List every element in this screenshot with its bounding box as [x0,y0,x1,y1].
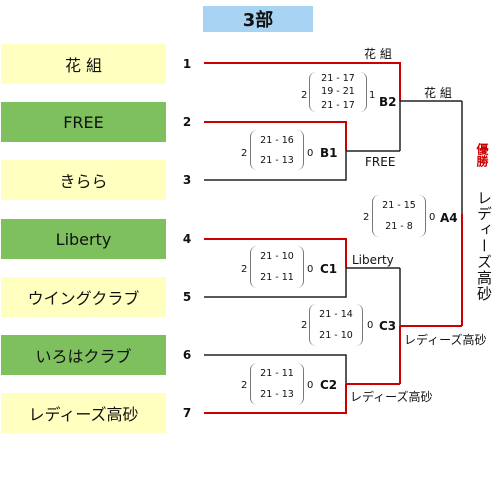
b2-score-3: 21 - 17 [321,99,355,111]
team-box-5: ウイングクラブ [1,277,166,317]
c2-left-wins: 2 [241,380,248,391]
b1-right-wins: 0 [307,148,314,159]
team-box-1: 花 組 [1,44,166,84]
c1-score-2: 21 - 11 [260,272,294,283]
b2-score-1: 21 - 17 [321,73,355,85]
b2-winner-label: 花 組 [424,86,452,100]
team-box-3: きらら [1,160,166,200]
b2-score-box: 21 - 17 19 - 21 21 - 17 [309,72,367,112]
team-box-6: いろはクラブ [1,335,166,375]
c2-right-wins: 0 [307,380,314,391]
c1-winner-label: Liberty [352,253,394,267]
a4-score-2: 21 - 8 [385,221,413,232]
c1-left-wins: 2 [241,264,248,275]
c3-match-code: C3 [379,319,397,333]
c1-score-box: 21 - 10 21 - 11 [250,246,304,288]
c3-score-1: 21 - 14 [319,309,353,320]
seed-number-5: 5 [182,290,192,304]
bracket-line-seed4 [204,238,347,268]
c2-match-code: C2 [320,378,338,392]
seed-number-4: 4 [182,232,192,246]
a4-score-box: 21 - 15 21 - 8 [372,195,426,237]
bracket-line-seed7 [204,384,347,414]
seed-number-2: 2 [182,115,192,129]
seed1-line-label: 花 組 [364,47,392,61]
b2-left-wins: 2 [301,90,308,101]
a4-right-wins: 0 [429,212,436,223]
c2-score-box: 21 - 11 21 - 13 [250,363,304,405]
team-box-4: Liberty [1,219,166,259]
c2-winner-label: レディーズ高砂 [350,390,433,404]
c3-score-box: 21 - 14 21 - 10 [309,304,363,346]
seed-number-6: 6 [182,348,192,362]
team-box-2: FREE [1,102,166,142]
b1-score-1: 21 - 16 [260,134,294,146]
seed-number-1: 1 [182,57,192,71]
b2-score-2: 19 - 21 [321,86,355,98]
c3-left-wins: 2 [301,320,308,331]
c3-right-wins: 0 [367,320,374,331]
c1-score-1: 21 - 10 [260,251,294,262]
b1-winner-label: FREE [365,155,396,169]
seed-number-3: 3 [182,173,192,187]
bracket-line-seed3 [204,151,347,181]
a4-match-code: A4 [440,211,458,225]
seed-number-7: 7 [182,406,192,420]
b1-match-code: B1 [320,146,338,160]
b1-left-wins: 2 [241,148,248,159]
b1-score-2: 21 - 13 [260,154,294,166]
c2-score-2: 21 - 13 [260,389,294,400]
bracket-line-seed6 [204,354,347,384]
b2-right-wins: 1 [369,90,376,101]
champion-name: レディーズ高砂 [475,190,493,302]
c1-right-wins: 0 [307,264,314,275]
team-box-7: レディーズ高砂 [1,393,166,433]
c1-match-code: C1 [320,262,338,276]
bracket-line-seed1 [204,62,401,101]
a4-score-1: 21 - 15 [382,200,416,211]
c2-score-1: 21 - 11 [260,368,294,379]
champion-label: 優勝 [475,143,489,167]
a4-left-wins: 2 [363,212,370,223]
division-title: 3部 [203,6,313,32]
bracket-line-seed2 [204,121,347,151]
b2-match-code: B2 [379,95,397,109]
b1-score-box: 21 - 16 21 - 13 [250,130,304,170]
c3-winner-label: レディーズ高砂 [404,333,487,347]
bracket-line-seed5 [204,268,347,298]
c3-score-2: 21 - 10 [319,330,353,341]
